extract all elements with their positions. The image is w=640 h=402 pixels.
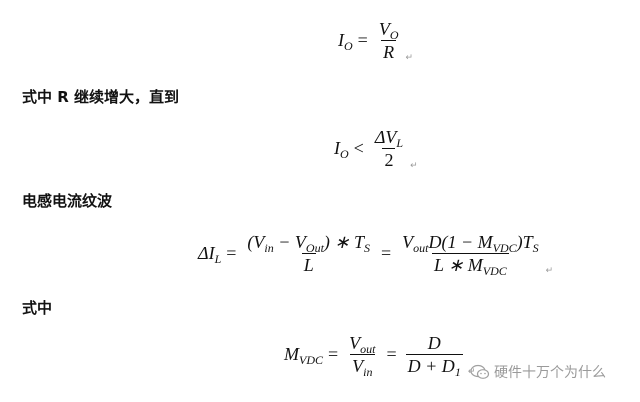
eq2-fraction: ΔVL 2 (374, 127, 404, 170)
text-line-3: 式中 (22, 299, 53, 317)
wechat-icon (470, 364, 490, 379)
equation-mvdc: MVDC = Vout Vin = D D + D1 ↵ (284, 333, 476, 379)
equation-output-current: IO = VO R ↵ (338, 18, 413, 63)
eq3-fraction-1: (Vin − VOut) ∗ TS L (247, 232, 370, 275)
text-line-2: 电感电流纹波 (22, 192, 113, 210)
paragraph-mark: ↵ (405, 52, 414, 62)
text-line-1: 式中 R 继续增大，直到 (22, 88, 179, 106)
equation-current-condition: IO < ΔVL 2 ↵ (334, 127, 418, 170)
eq4-fraction-2: D D + D1 (405, 333, 463, 379)
watermark-text: 硬件十万个为什么 (494, 365, 606, 381)
eq1-fraction: VO R (378, 19, 399, 62)
eq3-fraction-2: VoutD(1 − MVDC)TS L ∗ MVDC (402, 232, 539, 278)
watermark: 硬件十万个为什么 (470, 362, 606, 382)
eq1-lhs: IO (338, 30, 353, 53)
eq1-op: = (357, 30, 368, 50)
equation-inductor-ripple: ΔIL = (Vin − VOut) ∗ TS L = VoutD(1 − MV… (198, 232, 554, 278)
eq4-fraction-1: Vout Vin (349, 333, 376, 379)
